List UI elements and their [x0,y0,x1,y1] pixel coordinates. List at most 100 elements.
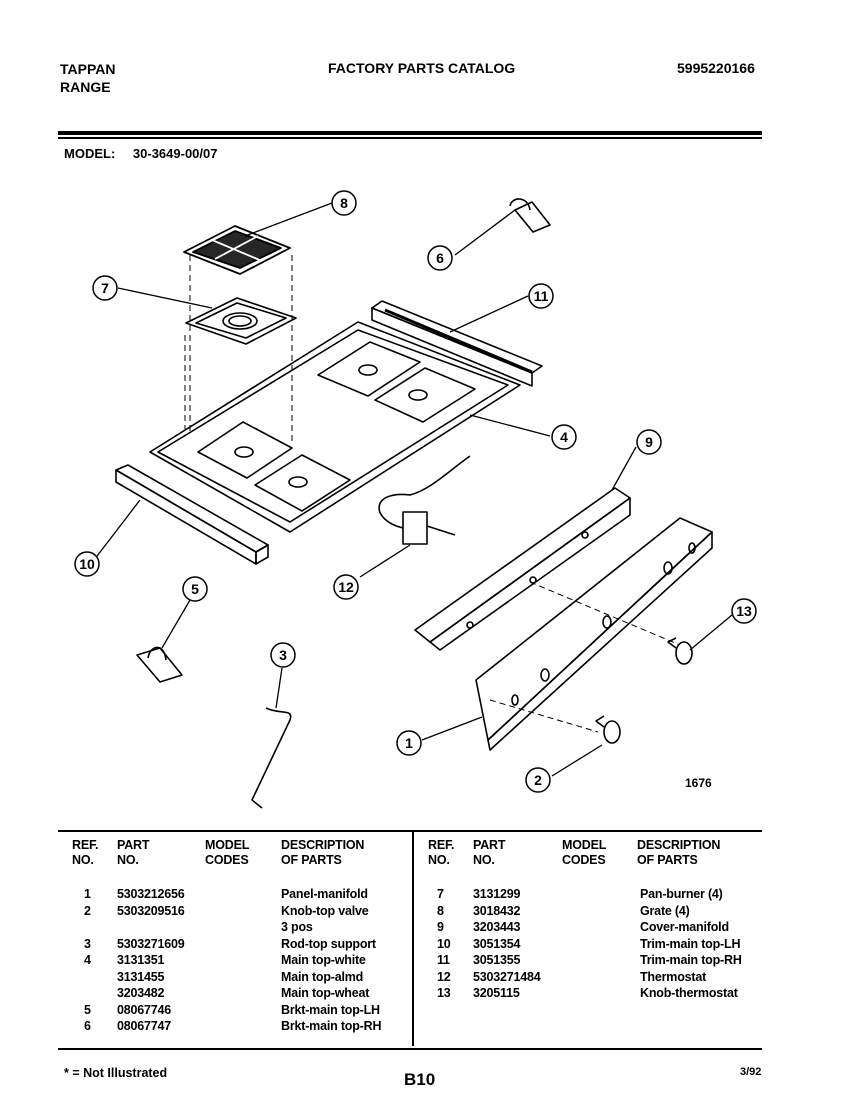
header-part-right: PART NO. [473,838,506,867]
part-number-cell: 08067746 [117,1002,172,1017]
cover-manifold-part [414,487,631,651]
description-cell: Knob-top valve [281,903,369,918]
callout-label-5: 5 [191,581,199,597]
callout-label-10: 10 [79,556,95,572]
footnote: * = Not Illustrated [64,1066,168,1080]
part-number-cell: 3203443 [473,920,521,934]
ref-cell: 9 [437,920,444,934]
description-cell: Brkt-main top-RH [281,1019,382,1033]
description-cell: Panel-manifold [281,887,368,901]
ref-cell: 11 [437,953,450,967]
table-row: 5 08067746 Brkt-main top-LH [0,1002,864,1018]
table-bottom-rule [58,1048,762,1050]
ref-cell: 13 [437,986,451,1000]
callout-1 [396,730,422,756]
exploded-parts-diagram: 8 7 6 11 4 9 10 5 3 12 13 1 2 1676 [74,190,757,809]
table-row: 13 3205115 Knob-thermostat [0,985,864,1001]
main-top-part [149,321,521,533]
callout-label-13: 13 [736,603,752,619]
header-part-left: PART NO. [117,838,150,867]
part-number-cell: 3051355 [473,953,521,967]
table-row: 3 pos [0,919,864,935]
callout-12 [333,574,359,600]
model-line: MODEL: 30-3649-00/07 [64,146,217,161]
leader-lines [93,202,733,777]
callout-11 [528,283,554,309]
catalog-number: 5995220166 [677,60,755,76]
part-number-cell: 3203482 [117,986,165,1000]
rod-support-part [251,707,292,809]
trim-rh-part [371,300,543,387]
header-desc-right: DESCRIPTION OF PARTS [637,838,721,867]
callout-8 [331,190,357,216]
ref-cell: 7 [437,887,444,901]
ref-cell: 1 [84,887,91,901]
callout-label-6: 6 [436,250,444,266]
part-number-cell: 5303209516 [117,903,185,918]
brand-block: TAPPAN RANGE [60,60,115,96]
description-cell: Main top-white [281,953,366,967]
callout-10 [74,551,100,577]
part-number-cell: 3018432 [473,903,521,918]
description-cell: Trim-main top-RH [640,953,742,967]
part-number-cell: 5303212656 [117,887,185,901]
part-number-cell: 3131299 [473,887,521,901]
callout-3 [270,642,296,668]
parts-table: REF. NO. PART NO. MODEL CODES DESCRIPTIO… [0,838,864,1048]
header-desc-left: DESCRIPTION OF PARTS [281,838,365,867]
callout-9 [636,429,662,455]
header-ref-left: REF. NO. [72,838,99,867]
brand-name: TAPPAN [60,61,116,77]
part-number-cell: 5303271609 [117,936,185,951]
header-rule [58,131,762,135]
valve-knob-part [595,715,621,744]
callout-label-3: 3 [279,647,287,663]
callout-label-2: 2 [534,772,542,788]
description-cell: Grate (4) [640,903,690,918]
revision-date: 3/92 [740,1066,762,1078]
product-type: RANGE [60,79,111,95]
header-model-right: MODEL CODES [562,838,607,867]
bracket-lh-part [136,646,183,683]
table-top-rule [58,830,762,832]
ref-cell: 12 [437,969,451,984]
ref-cell: 8 [437,903,444,918]
callout-4 [551,424,577,450]
callout-2 [525,767,551,793]
table-row: 11 3051355 Trim-main top-RH [0,952,864,968]
ref-cell: 6 [84,1019,91,1033]
part-number-cell: 3205115 [473,986,520,1000]
ref-cell: 5 [84,1002,91,1017]
description-cell: Main top-almd [281,969,364,984]
part-number-cell: 3051354 [473,936,521,951]
panel-manifold-part [475,517,713,751]
callout-6 [427,245,453,271]
description-cell: Knob-thermostat [640,986,738,1000]
ref-cell: 10 [437,936,451,951]
table-row: 2 5303209516 Knob-top valve [0,903,864,919]
callout-label-9: 9 [645,434,653,450]
ref-cell: 2 [84,903,91,918]
description-cell: 3 pos [281,920,313,934]
thermostat-part [378,455,471,545]
description-cell: Rod-top support [281,936,376,951]
callout-label-1: 1 [405,735,413,751]
description-cell: Brkt-main top-LH [281,1002,380,1017]
callout-label-7: 7 [101,280,109,296]
part-number-cell: 3131351 [117,953,165,967]
header-rule-thin [58,137,762,139]
model-label: MODEL: [64,146,116,161]
table-row: 1 5303212656 Panel-manifold [0,886,864,902]
callout-label-12: 12 [338,579,354,595]
header-model-left: MODEL CODES [205,838,250,867]
catalog-title: FACTORY PARTS CATALOG [328,60,516,76]
callouts [74,190,757,793]
description-cell: Thermostat [640,969,707,984]
thermostat-knob-part [667,637,693,665]
